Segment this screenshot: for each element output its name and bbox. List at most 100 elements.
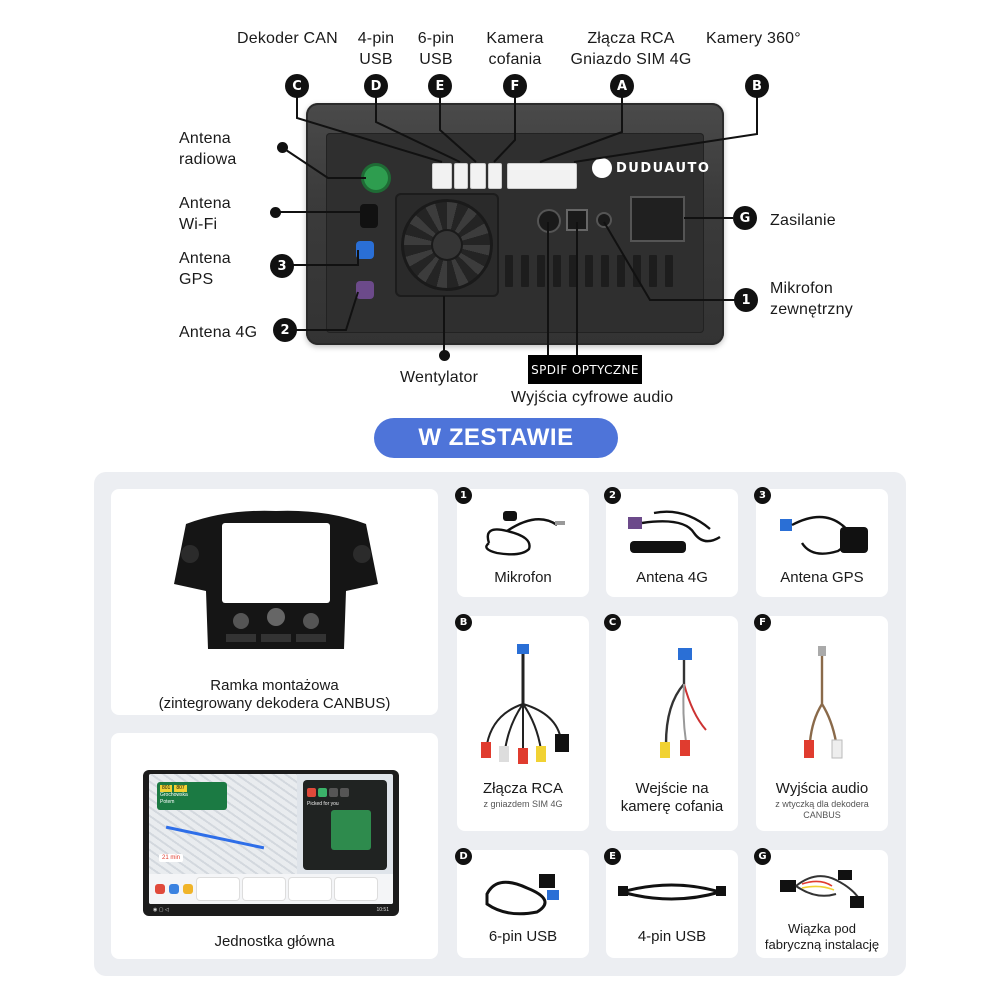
- power-connector: [630, 196, 685, 242]
- label-zasilanie: Zasilanie: [770, 212, 836, 229]
- kit-badge-b: B: [455, 614, 472, 631]
- label-antena-radiowa: Antena radiowa: [179, 128, 236, 170]
- label-6pin-usb-line2: USB: [419, 51, 453, 68]
- label-antena-wifi: Antena Wi-Fi: [179, 193, 231, 235]
- in-the-box-banner: W ZESTAWIE: [374, 418, 618, 458]
- badge-3: 3: [270, 254, 294, 278]
- vent-slots: [505, 255, 695, 295]
- widget-card[interactable]: [335, 878, 377, 900]
- app-icon[interactable]: [169, 884, 179, 894]
- mic-port: [598, 214, 610, 226]
- music-heading: Picked for you: [307, 801, 339, 807]
- label-spdif-optyczne: SPDIF OPTYCZNE: [528, 355, 642, 384]
- connector-usb6: [470, 163, 486, 189]
- fan-hub: [433, 231, 461, 259]
- label-antena-gps-line1: Antena: [179, 250, 231, 267]
- usb6-caption: 6-pin USB: [488, 928, 558, 945]
- app-dock: [149, 874, 393, 904]
- label-rca-line1: Złącza RCA: [587, 30, 675, 47]
- fan: [395, 193, 499, 297]
- label-kamera-line2: cofania: [488, 51, 542, 68]
- kit-badge-g: G: [754, 848, 771, 865]
- camera-cable-image: [660, 648, 707, 758]
- label-antena-radiowa-line1: Antena: [179, 130, 231, 147]
- app-icon[interactable]: [155, 884, 165, 894]
- card-usb4: E 4-pin USB: [604, 848, 738, 958]
- audio-cable-image: [804, 646, 843, 759]
- wiazka-caption-line1: Wiązka pod: [788, 921, 856, 936]
- 4g-antenna-port: [356, 281, 374, 299]
- dot-wifi: [270, 207, 281, 218]
- badge-a: A: [610, 74, 634, 98]
- home-icon[interactable]: ◉ ▢ ◁: [153, 907, 169, 913]
- card-kamera: C Wejście na kamerę cofania: [604, 614, 738, 831]
- usb4-caption: 4-pin USB: [637, 928, 707, 945]
- clock: 10:51: [376, 907, 389, 913]
- dot-fan: [439, 350, 450, 361]
- antena-gps-caption: Antena GPS: [780, 569, 864, 586]
- nav-pill-2: 807: [174, 785, 187, 792]
- card-antena-4g: 2 Antena 4G: [604, 487, 738, 597]
- rca-subcaption: z gniazdem SIM 4G: [483, 799, 563, 809]
- label-antena-gps-line2: GPS: [179, 271, 214, 288]
- leader-lines: [276, 86, 758, 355]
- microphone-image: [485, 511, 565, 556]
- badge-1: 1: [734, 288, 758, 312]
- badge-c: C: [285, 74, 309, 98]
- label-zlacza-rca: Złącza RCA Gniazdo SIM 4G: [561, 28, 701, 70]
- label-antena-4g: Antena 4G: [179, 324, 258, 341]
- label-kamera-line1: Kamera: [486, 30, 544, 47]
- wifi-antenna-port: [360, 204, 378, 228]
- audio-jack-port: [539, 211, 559, 231]
- kit-badge-f: F: [754, 614, 771, 631]
- kit-badge-1: 1: [455, 487, 472, 504]
- nav-road: Grochowska: [160, 792, 188, 798]
- frame-caption-line1: Ramka montażowa: [210, 677, 339, 694]
- card-audio: F Wyjścia audio z wtyczką dla dekodera C…: [754, 614, 888, 831]
- wiazka-caption-line2: fabryczną instalację: [764, 937, 880, 952]
- widget-card[interactable]: [243, 878, 285, 900]
- frame-caption-line2: (zintegrowany dekodera CANBUS): [158, 695, 391, 712]
- widget-card[interactable]: [289, 878, 331, 900]
- badge-f: F: [503, 74, 527, 98]
- usb6-cable-image: [485, 874, 559, 916]
- app-icon[interactable]: [183, 884, 193, 894]
- rca-caption: Złącza RCA: [482, 780, 564, 797]
- card-rca: B Złącza RCA z gniazdem SIM 4G: [455, 614, 589, 831]
- eta-text: 21 min: [162, 855, 181, 861]
- antenna-4g-image: [628, 510, 721, 553]
- label-4pin-usb-line1: 4-pin: [357, 30, 395, 47]
- card-antena-gps: 3 Antena GPS: [754, 487, 888, 597]
- kit-badge-3: 3: [754, 487, 771, 504]
- connection-diagram: DUDUAUTO: [0, 0, 1000, 420]
- card-wiazka: G Wiązka pod fabryczną instalację: [754, 848, 888, 958]
- label-mikrofon-line2: zewnętrzny: [770, 301, 853, 318]
- badge-b: B: [745, 74, 769, 98]
- antena-4g-caption: Antena 4G: [636, 569, 708, 586]
- badge-e: E: [428, 74, 452, 98]
- connector-can: [432, 163, 452, 189]
- badge-g: G: [733, 206, 757, 230]
- badge-d: D: [364, 74, 388, 98]
- label-kamery-360: Kamery 360°: [706, 30, 801, 47]
- brand-logo: DUDUAUTO: [592, 158, 710, 178]
- kamera-caption-line1: Wejście na: [635, 780, 709, 797]
- nav-next: Potem: [160, 799, 175, 805]
- gps-antenna-port: [356, 241, 374, 259]
- widget-card[interactable]: [197, 878, 239, 900]
- harness-image: [780, 870, 864, 908]
- kit-badge-d: D: [455, 848, 472, 865]
- brand-text: DUDUAUTO: [616, 160, 711, 176]
- antenna-gps-image: [780, 515, 868, 555]
- label-dekoder-can: Dekoder CAN: [237, 30, 338, 47]
- kit-badge-c: C: [604, 614, 621, 631]
- head-unit-caption: Jednostka główna: [214, 933, 335, 950]
- label-antena-wifi-line1: Antena: [179, 195, 231, 212]
- rca-cable-image: [481, 644, 569, 764]
- label-4pin-usb: 4-pin USB: [346, 28, 406, 70]
- frame-image: [174, 510, 378, 649]
- connector-usb4: [454, 163, 468, 189]
- label-antena-gps: Antena GPS: [179, 248, 231, 290]
